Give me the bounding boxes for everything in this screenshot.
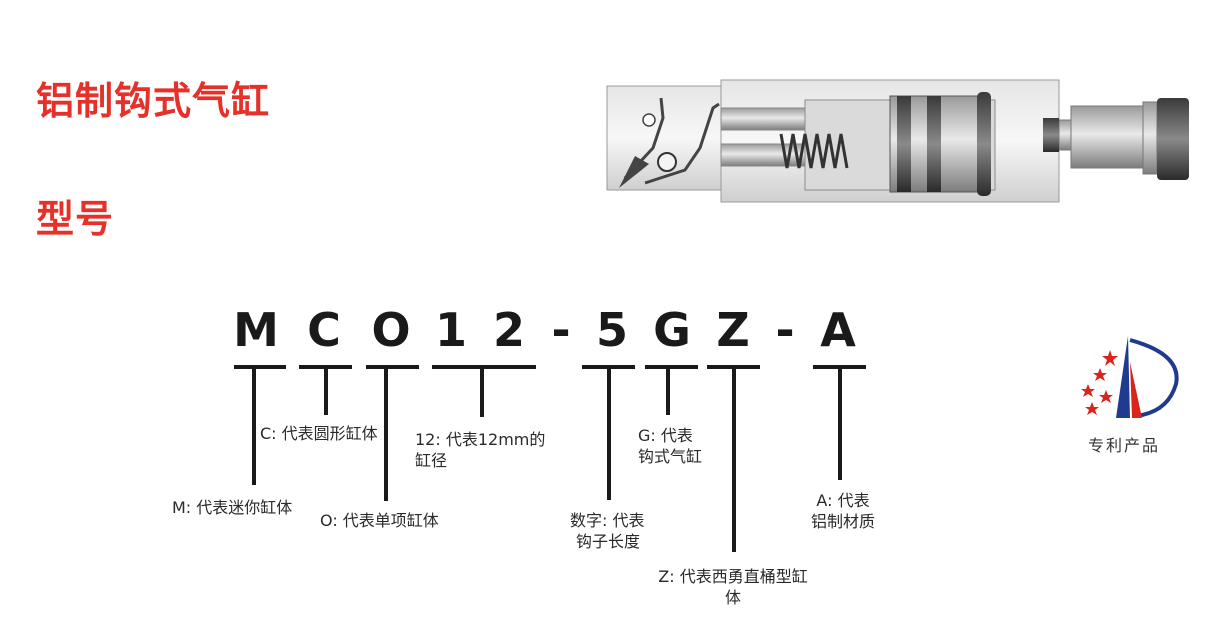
label-z: Z: 代表西勇直桶型缸 体 [646,566,820,608]
label-o-text: O: 代表单项缸体 [320,511,439,530]
model-code-dash-1: - [551,303,571,357]
label-c: C: 代表圆形缸体 [260,423,378,444]
model-code-dash-2: - [775,303,795,357]
model-code-char-1: 1 [434,303,467,357]
label-o: O: 代表单项缸体 [320,510,439,531]
connector-z [732,369,736,552]
model-code-char-c: C [307,303,341,357]
label-g-line2: 钩式气缸 [638,447,703,466]
connector-c [324,369,328,415]
connector-g [666,369,670,415]
label-stroke: 数字: 代表 钩子长度 [570,510,644,552]
connector-5 [607,369,611,500]
label-stroke-line2: 钩子长度 [576,532,641,551]
underline-o [366,365,419,369]
connector-m [252,369,256,485]
model-code-char-o: O [371,303,411,357]
underline-m [234,365,286,369]
label-c-text: C: 代表圆形缸体 [260,424,378,443]
label-a: A: 代表 铝制材质 [798,490,888,532]
model-code-char-2: 2 [492,303,525,357]
model-code-char-g: G [653,303,691,357]
connector-o [384,369,388,501]
underline-5 [582,365,635,369]
label-m: M: 代表迷你缸体 [172,497,292,518]
model-section-heading: 型号 [36,197,115,241]
label-g: G: 代表 钩式气缸 [638,425,702,467]
label-bore-line1: 12: 代表12mm的 [415,430,546,449]
connector-a [838,369,842,480]
label-g-line1: G: 代表 [638,426,693,445]
patent-logo-icon [1081,336,1179,418]
model-code-char-5: 5 [595,303,628,357]
underline-c [299,365,352,369]
underline-a [813,365,866,369]
hook-cylinder-cutaway-illustration [606,79,1189,203]
underline-g [645,365,698,369]
label-z-line1: Z: 代表西勇直桶型缸 [658,567,808,586]
label-m-text: M: 代表迷你缸体 [172,498,293,517]
label-bore-line2: 缸径 [415,451,448,470]
product-title: 铝制钩式气缸 [36,79,271,123]
underline-12 [432,365,536,369]
model-code-char-z: Z [716,303,750,357]
patent-label: 专利产品 [1088,436,1161,455]
connector-12 [480,369,484,417]
label-a-line1: A: 代表 [816,491,870,510]
model-code-char-m: M [233,303,279,357]
label-bore: 12: 代表12mm的 缸径 [415,429,545,471]
label-a-line2: 铝制材质 [810,512,875,531]
underline-z [707,365,760,369]
model-code-char-a: A [820,303,856,357]
label-stroke-line1: 数字: 代表 [570,511,645,530]
label-z-line2: 体 [724,588,741,607]
